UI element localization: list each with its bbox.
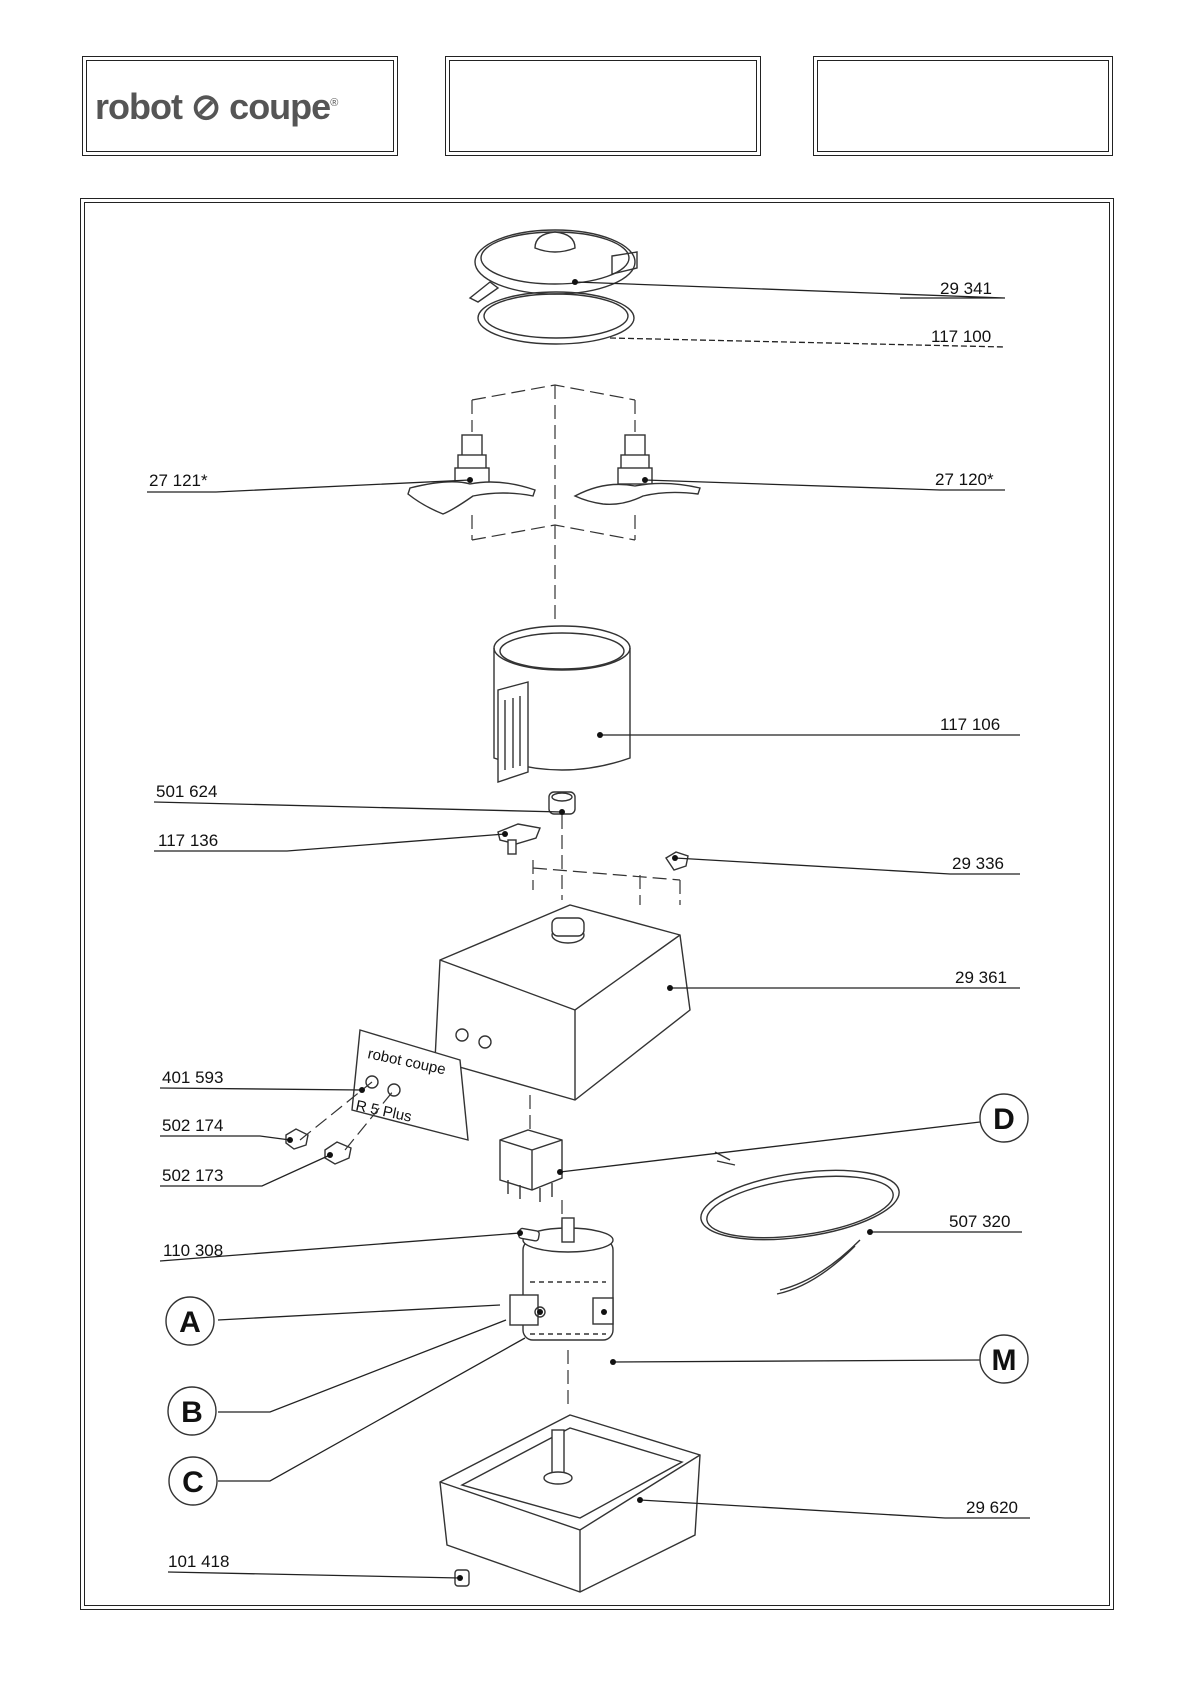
callout-c: C — [169, 1457, 217, 1505]
power-cable-drawing — [697, 1152, 904, 1294]
base-drawing — [440, 1415, 700, 1592]
svg-text:M: M — [992, 1344, 1017, 1377]
lid-drawing — [470, 230, 637, 344]
svg-text:A: A — [179, 1306, 201, 1339]
part-label-117100: 117 100 — [931, 327, 991, 346]
clip-29336-drawing — [666, 852, 688, 870]
part-label-101418: 101 418 — [168, 1552, 229, 1571]
svg-text:D: D — [993, 1103, 1015, 1136]
svg-text:B: B — [181, 1396, 203, 1429]
part-label-29361: 29 361 — [955, 968, 1007, 987]
part-label-29620: 29 620 — [966, 1498, 1018, 1517]
switch-117136-drawing — [498, 824, 540, 854]
blade-27121-drawing — [408, 435, 535, 514]
part-label-29341: 29 341 — [940, 279, 992, 298]
callout-m: M — [980, 1335, 1028, 1383]
part-label-29336: 29 336 — [952, 854, 1004, 873]
callout-b: B — [168, 1387, 216, 1435]
part-label-117136: 117 136 — [158, 831, 218, 850]
part-label-502173: 502 173 — [162, 1166, 223, 1185]
part-label-501624: 501 624 — [156, 782, 217, 801]
motor-housing-drawing — [435, 905, 690, 1100]
relay-d-drawing — [500, 1130, 562, 1202]
blade-27120-drawing — [575, 435, 700, 504]
part-label-502174: 502 174 — [162, 1116, 223, 1135]
part-label-117106: 117 106 — [940, 715, 1000, 734]
part-label-27121: 27 121* — [149, 471, 208, 490]
callout-a: A — [166, 1297, 214, 1345]
part-label-401593: 401 593 — [162, 1068, 223, 1087]
part-label-27120: 27 120* — [935, 470, 994, 489]
part-label-110308: 110 308 — [163, 1241, 223, 1260]
bowl-drawing — [494, 626, 630, 782]
callout-d: D — [980, 1094, 1028, 1142]
svg-text:C: C — [182, 1466, 204, 1499]
part-label-507320: 507 320 — [949, 1212, 1010, 1231]
